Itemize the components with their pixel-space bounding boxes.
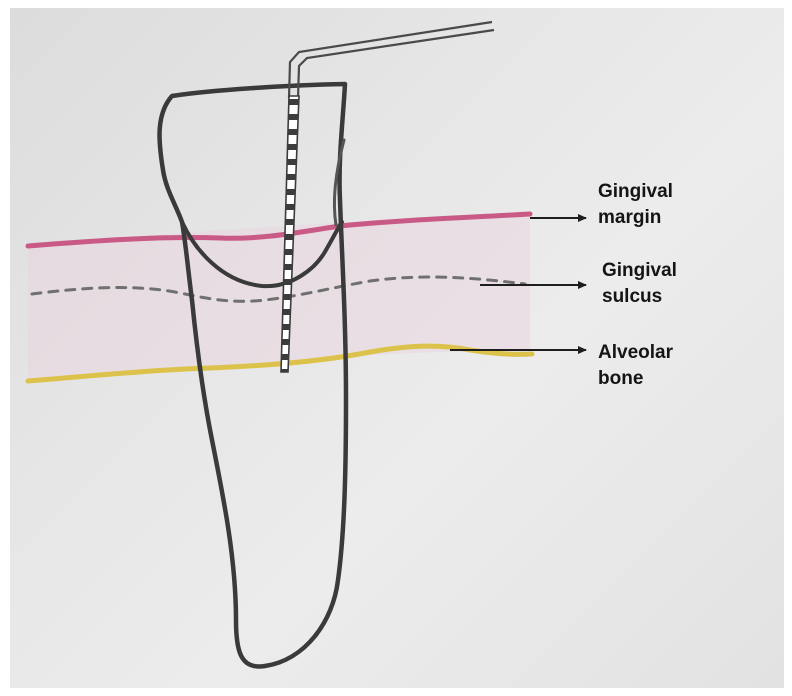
probe-handle-edge — [298, 30, 494, 98]
alveolar-bone-label: Alveolar bone — [598, 340, 673, 392]
gingival-margin-label-line1: Gingival — [598, 179, 673, 205]
alveolar-bone-label-line1: Alveolar — [598, 340, 673, 366]
gingival-sulcus-label-line2: sulcus — [602, 284, 677, 310]
gingival-margin-label: Gingival margin — [598, 179, 673, 231]
alveolar-bone-label-line2: bone — [598, 366, 673, 392]
tooth-outline — [160, 84, 346, 667]
gingival-sulcus-label-line1: Gingival — [602, 258, 677, 284]
gingival-sulcus-label: Gingival sulcus — [602, 258, 677, 310]
gingival-margin-label-line2: margin — [598, 205, 673, 231]
